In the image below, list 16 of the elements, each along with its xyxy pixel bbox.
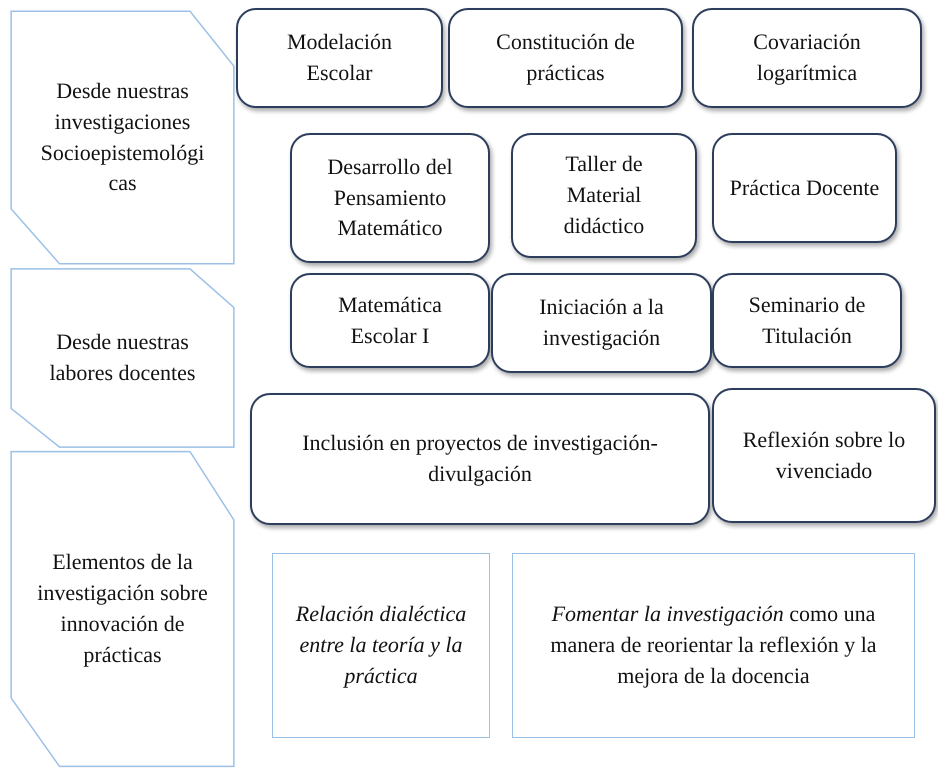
- text-box: Fomentar la investigación como una manera de reorientar la reflexión y la mejora de la docencia: [512, 553, 915, 738]
- rounded-box: Práctica Docente: [712, 133, 897, 243]
- rounded-box: Seminario de Titulación: [712, 273, 902, 368]
- rounded-box: Modelación Escolar: [236, 8, 443, 108]
- rounded-box: Taller de Material didáctico: [511, 133, 697, 258]
- row-label: Elementos de la investigación sobre innovación de prácticas: [36, 548, 209, 669]
- text-box: Relación dialéctica entre la teoría y la práctica: [272, 553, 490, 738]
- rounded-box: Inclusión en proyectos de investigación-divulgación: [250, 393, 710, 525]
- rounded-box: Matemática Escolar I: [290, 273, 490, 368]
- row-label: Desde nuestras investigaciones Socioepistemológicas: [40, 76, 206, 198]
- rounded-box: Constitución de prácticas: [448, 8, 683, 108]
- rounded-box: Desarrollo del Pensamiento Matemático: [290, 133, 490, 263]
- rounded-box: Reflexión sobre lo vivenciado: [712, 388, 936, 523]
- row-label: Desde nuestras labores docentes: [48, 328, 196, 387]
- rounded-box: Covariación logarítmica: [692, 8, 922, 108]
- rounded-box: Iniciación a la investigación: [491, 273, 712, 373]
